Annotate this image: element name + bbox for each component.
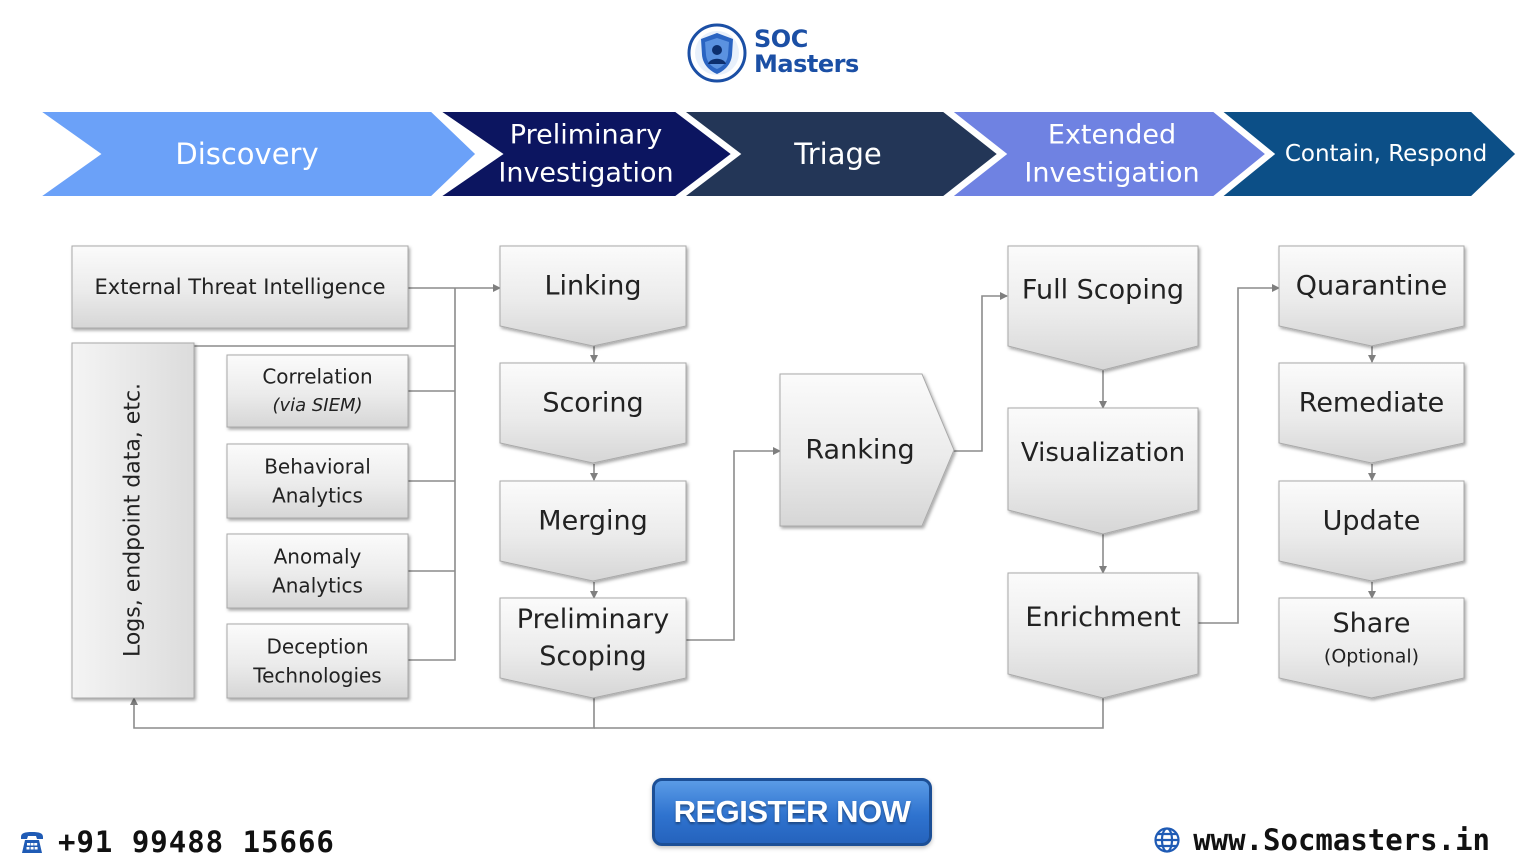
phase-label-2-text-0: Triage [793,137,881,171]
connector-17 [130,697,595,729]
respond-step-2-shape [1278,480,1465,582]
connector-9 [686,447,781,641]
respond-step-0-shape [1278,245,1465,347]
prelim-step-2-text-0: Merging [538,506,647,537]
register-now-button[interactable]: REGISTER NOW [652,778,932,846]
shield-logo-icon [687,23,747,83]
globe-icon [1154,827,1180,853]
extended-step-1: Visualization [1007,407,1199,535]
extended-step-0-shape [1007,245,1199,371]
website-link[interactable]: www.Socmasters.in [1153,820,1490,860]
phase-label-0-text-0: Discovery [175,137,318,171]
phase-label-1-text-0: Preliminary [510,120,662,151]
brand-name-line1: SOC [754,25,808,53]
extended-step-0: Full Scoping [1007,245,1199,371]
website-url: www.Socmasters.in [1193,823,1490,857]
soc-masters-logo[interactable]: SOC Masters [686,22,866,86]
phone-icon [21,832,43,853]
extended-step-1-shape [1007,407,1199,535]
prelim-step-1-shape [499,362,687,464]
extended-step-0-text-0: Full Scoping [1022,275,1184,306]
prelim-step-0-shape [499,245,687,347]
prelim-step-1: Scoring [499,362,687,464]
logs-endpoint-label: Logs, endpoint data, etc. [121,383,146,657]
external-threat-intel-box-shape [71,245,409,329]
brand-name-line2: Masters [754,50,859,78]
connector-5 [408,288,456,661]
prelim-step-0: Linking [499,245,687,347]
ranking-box: Ranking [779,373,955,527]
respond-step-1-text-0: Remediate [1299,388,1444,419]
extended-step-2-text-0: Enrichment [1025,602,1180,633]
behavioral-analytics-box-text-1: Analytics [272,484,363,508]
ranking-label: Ranking [805,435,914,466]
phase-arrow-3 [942,108,1272,200]
contact-phone[interactable]: +91 99488 15666 [18,822,335,862]
phase-label-3-text-0: Extended [1048,120,1176,151]
phase-0: Discovery [29,108,481,200]
phase-arrow-4 [1212,108,1521,200]
respond-step-3: Share (Optional) [1278,597,1465,699]
deception-technologies-box-text-0: Deception [266,635,368,659]
correlation-siem-box-text-0: Correlation [262,365,372,389]
prelim-step-1-text-0: Scoring [542,388,643,419]
prelim-step-3-text-0: Preliminary [517,604,669,635]
phase-label-1-text-1: Investigation [498,158,673,189]
prelim-step-2-shape [499,480,687,582]
phase-arrow-2 [674,108,1004,200]
phase-4: Contain, Respond [1212,108,1521,200]
phase-arrow-1 [429,108,738,200]
extended-step-1-text-0: Visualization [1021,438,1185,468]
respond-step-1: Remediate [1278,362,1465,464]
prelim-step-3-shape [499,597,687,699]
phase-arrow-0 [29,108,481,200]
logs-endpoint-box: Logs, endpoint data, etc. [71,342,195,699]
connector-13 [1198,284,1280,624]
deception-technologies-box-shape [226,623,409,699]
anomaly-analytics-box-text-1: Analytics [272,574,363,598]
phone-number: +91 99488 15666 [58,825,335,859]
extended-step-2: Enrichment [1007,572,1199,699]
respond-step-3-text-1: (Optional) [1324,646,1419,668]
phase-label-4-text-0: Contain, Respond [1285,141,1487,167]
prelim-step-3-text-1: Scoping [539,641,646,672]
deception-technologies-box-text-1: Technologies [252,664,381,688]
respond-step-1-shape [1278,362,1465,464]
logs-endpoint-box-shape [71,342,195,699]
respond-step-2: Update [1278,480,1465,582]
ranking-box-shape [779,373,955,527]
extended-step-2-shape [1007,572,1199,699]
connector-10 [954,292,1008,452]
behavioral-analytics-box-shape [226,443,409,519]
respond-step-0-text-0: Quarantine [1296,271,1447,302]
anomaly-analytics-box-shape [226,533,409,609]
connector-18 [594,698,1104,729]
prelim-step-2: Merging [499,480,687,582]
correlation-siem-box-text-1: (via SIEM) [272,395,362,416]
phase-2: Triage [674,108,1004,200]
correlation-siem-box-shape [226,354,409,428]
external-threat-intel-box-text-0: External Threat Intelligence [95,275,386,299]
respond-step-0: Quarantine [1278,245,1465,347]
phase-label-3-text-1: Investigation [1024,158,1199,189]
anomaly-analytics-box-text-0: Anomaly [274,545,362,569]
correlation-siem-box: Correlation (via SIEM) [226,354,409,428]
external-threat-intel-box: External Threat Intelligence [71,245,409,329]
behavioral-analytics-box-text-0: Behavioral [264,455,371,479]
respond-step-2-text-0: Update [1323,506,1421,537]
respond-step-3-text-0: Share [1333,608,1411,639]
prelim-step-0-text-0: Linking [544,271,641,302]
respond-step-3-shape [1278,597,1465,699]
